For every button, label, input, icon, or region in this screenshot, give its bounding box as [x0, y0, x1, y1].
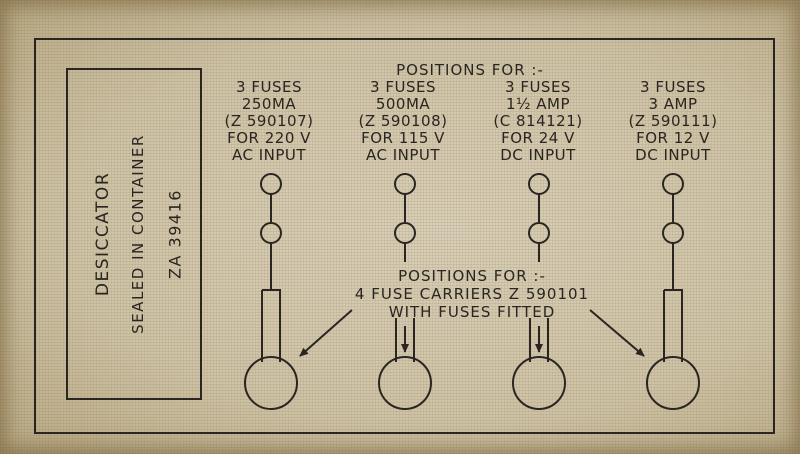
- fuse-spec-line: FOR 24 V: [501, 129, 575, 147]
- fuse-carrier-slot: [261, 289, 281, 362]
- fuse-spec-line: 3 FUSES: [640, 78, 706, 96]
- fuse-carrier-knob: [378, 356, 432, 410]
- fuse-holder-circle: [260, 173, 282, 195]
- fuse-spec-line: DC INPUT: [500, 146, 576, 164]
- fuse-carrier-slot: [663, 289, 683, 362]
- fuse-holder-circle: [394, 222, 416, 244]
- fuse-spec-line: (C 814121): [493, 112, 583, 130]
- fuse-spec-line: 500MA: [375, 95, 431, 113]
- fuse-carrier-knob: [512, 356, 566, 410]
- fuse-spec-line: 1½ AMP: [505, 95, 571, 113]
- fuse-spec-12v: 3 FUSES 3 AMP (Z 590111) FOR 12 V DC INP…: [628, 79, 717, 164]
- fuse-spec-line: (Z 590111): [628, 112, 718, 130]
- fuse-spec-line: DC INPUT: [635, 146, 711, 164]
- label-border: [34, 38, 775, 434]
- fuse-holder-circle: [260, 222, 282, 244]
- fuse-carrier-slot: [529, 318, 549, 362]
- carriers-note-line3: WITH FUSES FITTED: [388, 303, 556, 321]
- fuse-spec-line: 250MA: [241, 95, 297, 113]
- fuse-spec-line: (Z 590108): [358, 112, 448, 130]
- fuse-carrier-slot: [395, 318, 415, 362]
- fuse-spec-line: FOR 12 V: [636, 129, 710, 147]
- positions-header: POSITIONS FOR :-: [396, 61, 544, 79]
- fuse-spec-220v: 3 FUSES 250MA (Z 590107) FOR 220 V AC IN…: [224, 79, 313, 164]
- fuse-spec-line: 3 FUSES: [370, 78, 436, 96]
- fuse-holder-circle: [394, 173, 416, 195]
- pointer-arrow: [589, 309, 645, 357]
- fuse-spec-24v: 3 FUSES 1½ AMP (C 814121) FOR 24 V DC IN…: [493, 79, 582, 164]
- fuse-column-115v: [378, 173, 432, 410]
- fuse-column-24v: [512, 173, 566, 410]
- fuse-holder-circle: [528, 222, 550, 244]
- fuse-spec-line: 3 FUSES: [505, 78, 571, 96]
- fuse-column-12v: [646, 173, 700, 410]
- fuse-carrier-knob: [646, 356, 700, 410]
- fuse-spec-line: AC INPUT: [231, 146, 307, 164]
- fuse-carrier-knob: [244, 356, 298, 410]
- carriers-note-line2: 4 FUSE CARRIERS Z 590101: [354, 285, 590, 303]
- fuse-spec-line: 3 AMP: [648, 95, 698, 113]
- fuse-spec-line: 3 FUSES: [236, 78, 302, 96]
- fuse-spec-line: FOR 115 V: [361, 129, 445, 147]
- carriers-note-line1: POSITIONS FOR :-: [398, 267, 546, 285]
- fuse-column-220v: [244, 173, 298, 410]
- fuse-spec-line: AC INPUT: [365, 146, 441, 164]
- fuse-holder-circle: [662, 173, 684, 195]
- fuse-spec-115v: 3 FUSES 500MA (Z 590108) FOR 115 V AC IN…: [358, 79, 447, 164]
- desiccator-box: [66, 68, 202, 400]
- fuse-spec-line: FOR 220 V: [227, 129, 311, 147]
- fuse-spec-line: (Z 590107): [224, 112, 314, 130]
- fuse-holder-circle: [528, 173, 550, 195]
- pointer-arrow: [299, 309, 353, 357]
- fuse-holder-circle: [662, 222, 684, 244]
